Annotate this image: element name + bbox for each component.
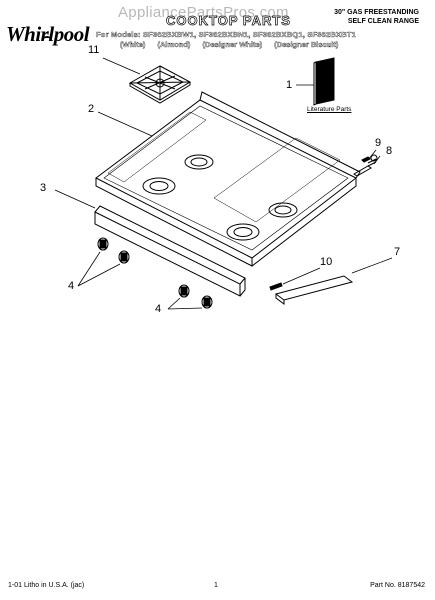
callout-2: 2 [88, 103, 95, 115]
leader-4b-2 [167, 307, 203, 310]
leader-11 [102, 57, 141, 75]
leader-10 [282, 267, 321, 285]
part-screw-10[interactable] [269, 282, 283, 291]
callout-4b: 4 [155, 303, 162, 315]
part-cooktop[interactable] [95, 91, 361, 267]
callout-10: 10 [320, 256, 333, 268]
leader-8 [373, 155, 381, 165]
callout-1: 1 [286, 79, 293, 91]
leader-7 [351, 257, 393, 274]
leader-9 [367, 149, 377, 161]
color-designer-white: (Designer White) [202, 40, 263, 49]
footer-part-number: Part No. 8187542 [370, 582, 425, 589]
part-bracket[interactable] [274, 275, 354, 305]
leader-2 [97, 111, 153, 137]
part-screws[interactable] [353, 154, 378, 177]
model-list: For Models: SF362BXBW1, SF362BXBN1, SF36… [96, 30, 357, 39]
callout-3: 3 [40, 182, 47, 194]
range-type: 30" GAS FREESTANDING SELF CLEAN RANGE [334, 8, 419, 26]
leader-4a-2 [77, 263, 121, 287]
footer-litho: 1-01 Litho in U.S.A. (jac) [8, 582, 85, 589]
callout-11: 11 [88, 44, 100, 56]
range-line-1: 30" GAS FREESTANDING [334, 9, 419, 16]
part-manifold-panel[interactable] [94, 205, 246, 297]
part-knobs[interactable] [97, 237, 213, 309]
leader-4a-1 [77, 251, 101, 287]
page-title: COOKTOP PARTS [166, 13, 291, 29]
leader-4b-1 [167, 297, 181, 310]
callout-7: 7 [394, 246, 401, 258]
color-designer-biscuit: (Designer Biscuit) [274, 40, 339, 49]
footer-page-number: 1 [214, 582, 218, 589]
part-grate[interactable] [128, 65, 192, 104]
watermark: AppliancePartsPros.com [118, 4, 289, 21]
callout-4a: 4 [68, 280, 75, 292]
color-almond: (Almond) [157, 40, 191, 49]
logo-swoosh-icon [42, 36, 52, 45]
callout-9: 9 [375, 137, 382, 149]
callout-8: 8 [386, 145, 393, 157]
literature-parts-label: Literature Parts [307, 106, 352, 113]
range-line-2: SELF CLEAN RANGE [347, 18, 419, 25]
color-white: (White) [120, 40, 146, 49]
whirlpool-logo: Whirlpool [6, 22, 90, 47]
leader-3 [54, 189, 96, 209]
color-list: (White) (Almond) (Designer White) (Desig… [120, 40, 348, 49]
part-literature[interactable] [313, 57, 335, 106]
